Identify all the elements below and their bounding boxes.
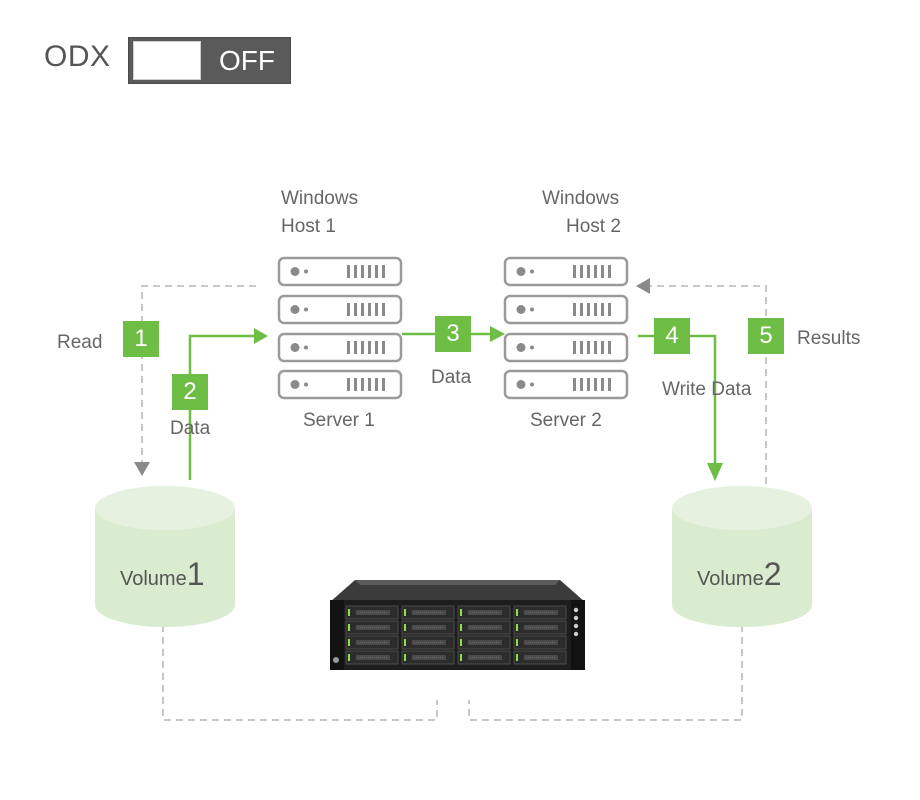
host-2-line1: Windows bbox=[542, 188, 620, 209]
odx-toggle[interactable]: OFF bbox=[128, 37, 291, 84]
host-1-line2: Host 1 bbox=[281, 216, 336, 237]
volume-2-number: 2 bbox=[763, 556, 782, 592]
step-3-label: Data bbox=[431, 367, 472, 388]
read-path bbox=[141, 285, 256, 462]
server-2-label: Server 2 bbox=[530, 410, 602, 431]
step-5-label: Results bbox=[797, 328, 861, 349]
volume-2-text: Volume bbox=[697, 568, 764, 590]
step-3-badge: 3 bbox=[435, 316, 471, 352]
step-1-badge: 1 bbox=[123, 321, 159, 357]
data-arrowhead-1 bbox=[254, 328, 268, 344]
data-arrowhead-2 bbox=[490, 326, 505, 342]
step-4-label: Write Data bbox=[662, 379, 752, 400]
results-arrowhead bbox=[636, 278, 650, 294]
step-4-badge: 4 bbox=[654, 318, 690, 354]
read-arrowhead bbox=[134, 462, 150, 476]
step-5-badge: 5 bbox=[748, 318, 784, 354]
volume-1-label: Volume1 bbox=[120, 556, 205, 593]
odx-label: ODX bbox=[44, 40, 111, 73]
volume-1-number: 1 bbox=[186, 556, 205, 592]
server-2-icon bbox=[503, 256, 629, 400]
nas-storage-device bbox=[330, 580, 585, 670]
host-1-line1: Windows bbox=[281, 188, 359, 209]
server-1-label: Server 1 bbox=[303, 410, 375, 431]
toggle-state-label: OFF bbox=[219, 45, 275, 76]
server-1-icon bbox=[277, 256, 403, 400]
volume1-to-nas bbox=[162, 625, 438, 721]
data-path-volume1-to-server1 bbox=[188, 334, 254, 480]
results-path bbox=[650, 285, 767, 484]
write-data-arrowhead bbox=[707, 463, 723, 481]
volume-2-cylinder bbox=[672, 486, 812, 627]
toggle-knob[interactable] bbox=[133, 41, 201, 80]
volume-1-text: Volume bbox=[120, 568, 187, 590]
step-2-label: Data bbox=[170, 418, 211, 439]
step-1-label: Read bbox=[57, 332, 103, 353]
green-connections bbox=[188, 332, 717, 480]
dashed-connections bbox=[141, 285, 767, 721]
volume-2-label: Volume2 bbox=[697, 556, 782, 593]
step-2-badge: 2 bbox=[172, 374, 208, 410]
volume-1-cylinder bbox=[95, 486, 235, 627]
volume2-to-nas bbox=[468, 625, 743, 721]
host-2-line2: Host 2 bbox=[566, 216, 621, 237]
